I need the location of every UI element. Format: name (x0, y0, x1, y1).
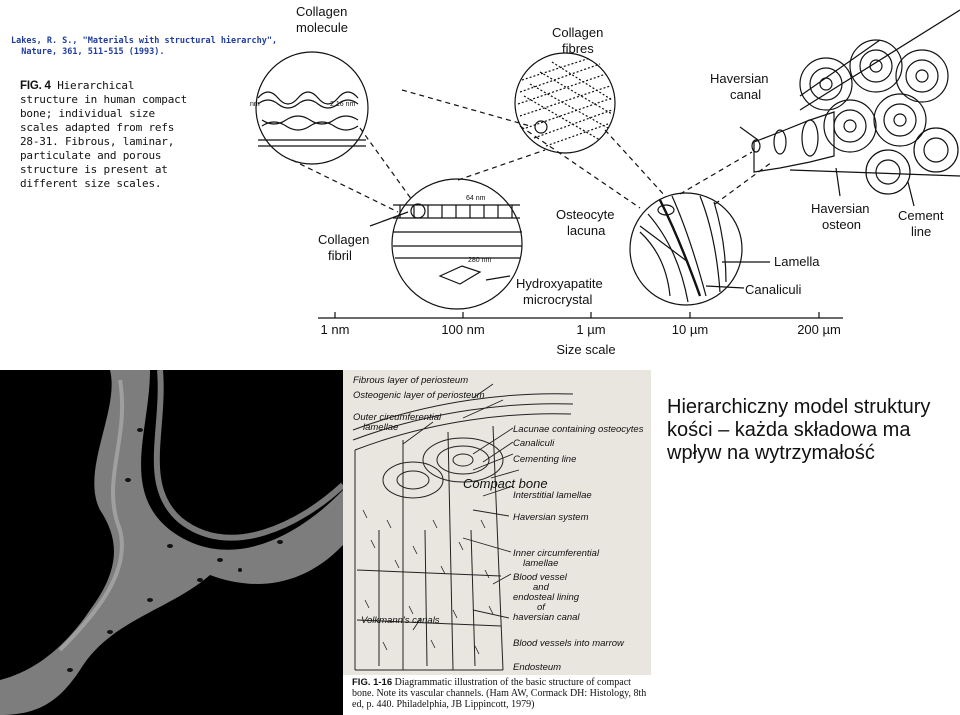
label-canaliculi: Canaliculi (745, 282, 801, 297)
label-collagen-fibril-2: fibril (328, 248, 352, 263)
label-collagen-fibres-2: fibres (562, 41, 594, 56)
label-cement-line-1: Cement (898, 208, 944, 223)
label-collagen-molecule-2: molecule (296, 20, 348, 35)
histo-cementing-line: Cementing line (513, 454, 576, 465)
scale-tick-100nm: 100 nm (441, 322, 484, 337)
dim-216: 2 16 nm (330, 101, 355, 108)
bone-micrograph (0, 370, 343, 715)
histology-caption-label: FIG. 1-16 (352, 677, 392, 688)
collagen-molecule-circle (256, 52, 368, 164)
label-lamella: Lamella (774, 254, 820, 269)
hierarchy-diagram: Collagen molecule Collagen fibres Havers… (0, 0, 960, 370)
histo-canaliculi: Canaliculi (513, 438, 555, 449)
connector-lines (292, 90, 772, 212)
collagen-fibril-circle (392, 179, 522, 309)
label-osteocyte-lacuna-1: Osteocyte (556, 207, 615, 222)
label-hydroxyapatite-1: Hydroxyapatite (516, 276, 603, 291)
compact-bone-illustration: Fibrous layer of periosteum Osteogenic l… (343, 370, 651, 715)
osteon-bundle (752, 10, 960, 194)
histology-caption-text: Diagrammatic illustration of the basic s… (352, 677, 646, 710)
label-haversian-osteon-2: osteon (822, 217, 861, 232)
label-osteocyte-lacuna-2: lacuna (567, 223, 606, 238)
dim-nm: nm (250, 101, 260, 108)
label-haversian-osteon-1: Haversian (811, 201, 870, 216)
scale-tick-1nm: 1 nm (321, 322, 350, 337)
scale-tick-200um: 200 µm (797, 322, 841, 337)
histo-blood-vessel-3: endosteal lining (513, 592, 580, 603)
histo-haversian-system: Haversian system (513, 512, 589, 523)
label-cement-line-2: line (911, 224, 931, 239)
dim-64: 64 nm (466, 195, 486, 202)
osteocyte-lacuna-circle (630, 193, 742, 305)
histo-outer-circ-2: lamellae (363, 422, 398, 433)
histo-inner-circ-2: lamellae (523, 558, 558, 569)
histology-caption: FIG. 1-16 Diagrammatic illustration of t… (352, 677, 652, 710)
label-hydroxyapatite-2: microcrystal (523, 292, 592, 307)
histo-fibrous-layer: Fibrous layer of periosteum (353, 375, 468, 386)
label-collagen-fibres-1: Collagen (552, 25, 603, 40)
histo-blood-vessel-5: haversian canal (513, 612, 580, 623)
histo-osteogenic-layer: Osteogenic layer of periosteum (353, 390, 485, 401)
histo-endosteum: Endosteum (513, 662, 561, 673)
label-collagen-molecule-1: Collagen (296, 4, 347, 19)
label-collagen-fibril-1: Collagen (318, 232, 369, 247)
collagen-fibres-circle (515, 53, 615, 153)
label-haversian-canal-2: canal (730, 87, 761, 102)
histo-interstitial: Interstitial lamellae (513, 490, 592, 501)
histo-lacunae: Lacunae containing osteocytes (513, 424, 644, 435)
dim-280: 280 nm (468, 257, 492, 264)
label-haversian-canal-1: Haversian (710, 71, 769, 86)
scale-tick-1um: 1 µm (576, 322, 605, 337)
slide-description: Hierarchiczny model struktury kości – ka… (667, 396, 937, 465)
size-scale-ticks (335, 312, 819, 318)
scale-tick-10um: 10 µm (672, 322, 708, 337)
histo-volkmann: Volkmann's canals (361, 615, 440, 626)
size-scale-title: Size scale (556, 342, 615, 357)
histo-marrow-vessels: Blood vessels into marrow (513, 638, 625, 649)
histo-compact-bone: Compact bone (463, 476, 548, 491)
